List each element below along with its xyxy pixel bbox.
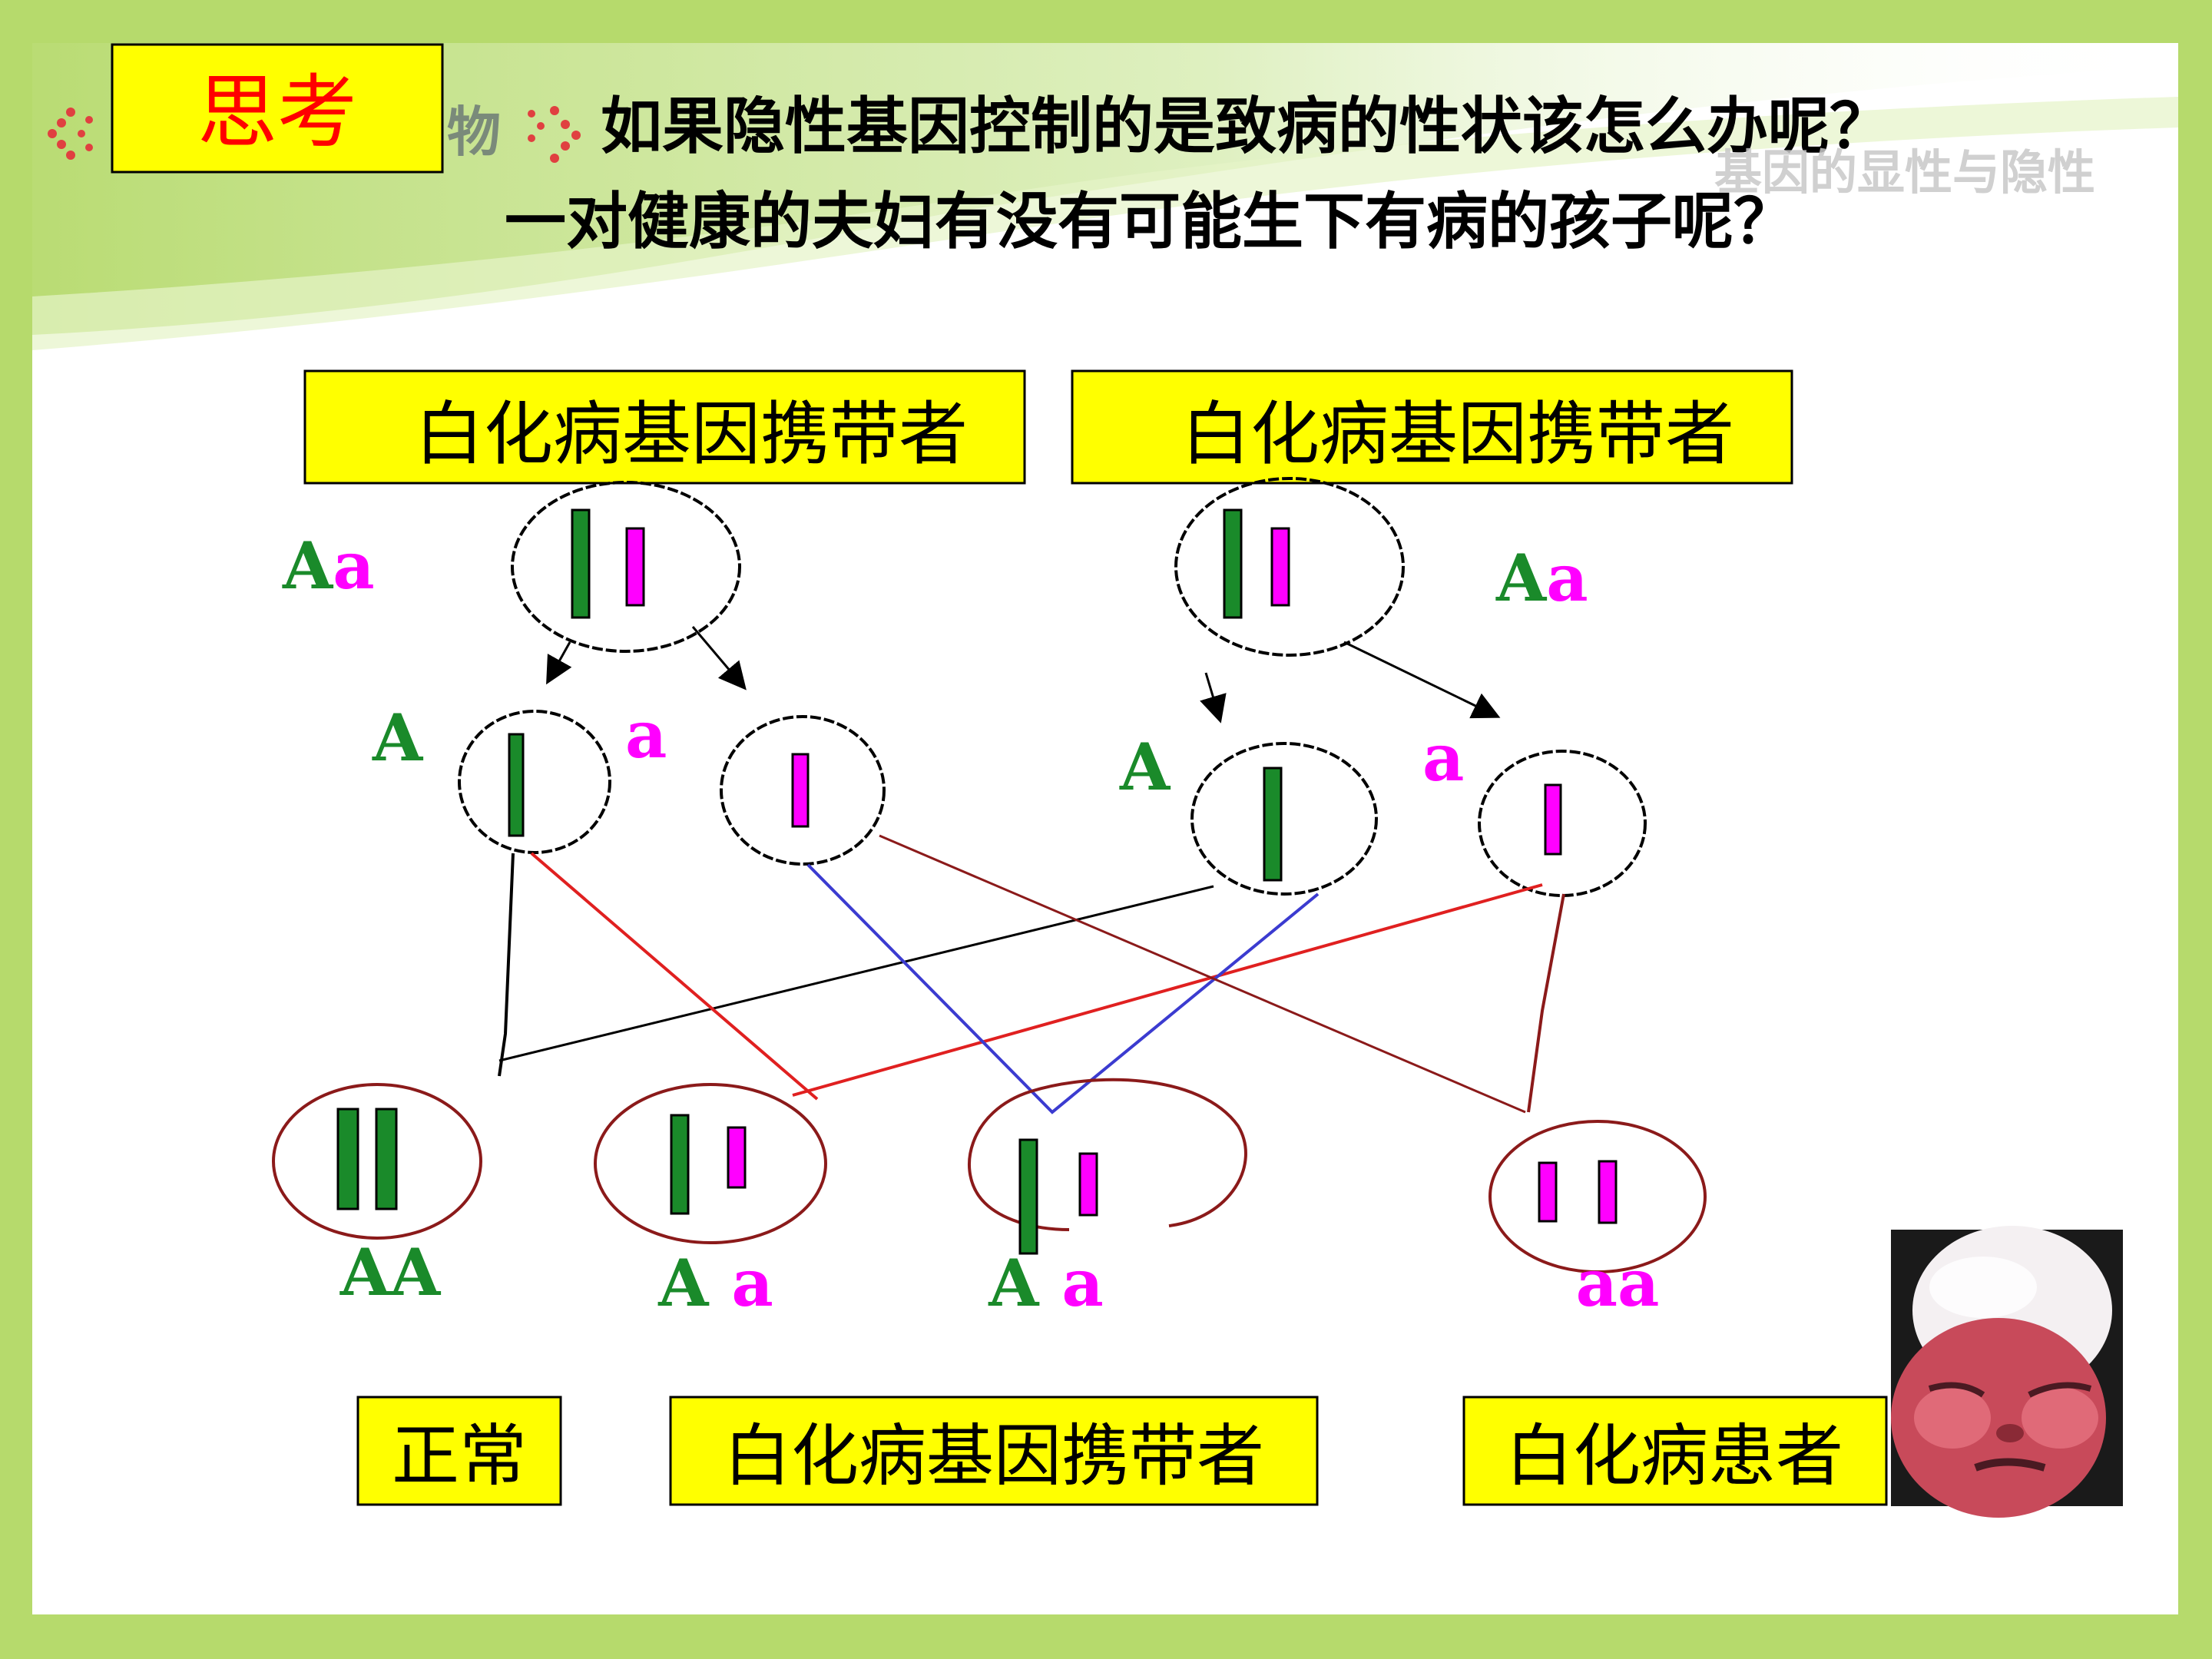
- banner-swoosh-light: [32, 97, 2178, 350]
- allele-dominant: AA: [339, 1234, 442, 1310]
- parent-genotype-left: Aa: [282, 528, 375, 604]
- line-fertilization: [530, 852, 819, 1101]
- chromosome-recessive: [1538, 1161, 1558, 1223]
- gamete-label: a: [1422, 720, 1464, 796]
- line-fertilization: [1527, 893, 1565, 1113]
- phenotype-label-carrier-text: 白化病基因携带者: [724, 1416, 1264, 1495]
- chromosome-dominant: [336, 1108, 359, 1210]
- slide-canvas: 物 思考 如果隐性基因控制的是致病的性状该怎么办呢？ 基因的显性与隐性 一对健康…: [32, 43, 2178, 1614]
- gamete-cell: [720, 715, 886, 866]
- banner-subtitle: 基因的显性与隐性: [1714, 144, 2095, 200]
- line-fertilization: [879, 834, 1526, 1114]
- parent-genotype-right: Aa: [1495, 540, 1588, 616]
- chromosome-dominant: [1223, 508, 1243, 619]
- question-line-1: 如果隐性基因控制的是致病的性状该怎么办呢？: [601, 90, 1891, 162]
- arrow-meiosis: [546, 641, 572, 685]
- chromosome-dominant: [508, 733, 525, 837]
- chromosome-dominant: [670, 1114, 690, 1215]
- gamete-label: a: [625, 697, 667, 773]
- parent-label-left-text: 白化病基因携带者: [415, 394, 968, 475]
- parent-label-right-text: 白化病基因携带者: [1181, 394, 1734, 475]
- offspring-genotype: aa: [1576, 1245, 1660, 1321]
- parent-cell-right: [1174, 477, 1405, 657]
- chromosome-recessive: [1598, 1160, 1618, 1224]
- offspring-genotype: AA: [339, 1234, 442, 1310]
- allele-recessive: a: [731, 1245, 773, 1321]
- arrow-meiosis: [691, 626, 747, 690]
- think-badge-text: 思考: [197, 65, 357, 159]
- allele-dominant: A: [282, 528, 334, 604]
- chevron-right-icon: [528, 106, 581, 163]
- chromosome-recessive: [1078, 1152, 1098, 1217]
- question-line-2: 一对健康的夫妇有没有可能生下有病的孩子呢？: [505, 185, 1795, 257]
- allele-dominant: A: [1495, 540, 1548, 616]
- think-badge: 思考: [111, 43, 444, 174]
- diagram-svg: 物 思考 如果隐性基因控制的是致病的性状该怎么办呢？ 基因的显性与隐性 一对健康…: [32, 43, 2178, 1518]
- chromosome-dominant: [1018, 1138, 1038, 1255]
- phenotype-label-patient: 白化病患者: [1462, 1396, 1888, 1506]
- line-fertilization: [498, 853, 515, 1077]
- parent-cell-left: [511, 481, 741, 653]
- phenotype-label-carrier: 白化病基因携带者: [669, 1396, 1319, 1506]
- allele-recessive: a: [1546, 540, 1588, 616]
- allele-dominant: A: [657, 1245, 710, 1321]
- allele-recessive: aa: [1576, 1245, 1660, 1321]
- chromosome-dominant: [571, 508, 591, 619]
- allele-recessive: a: [333, 528, 374, 604]
- line-fertilization: [498, 885, 1214, 1062]
- gamete-cell: [458, 710, 611, 854]
- offspring-cell: [272, 1083, 482, 1240]
- chromosome-dominant: [375, 1108, 398, 1210]
- parent-label-right: 白化病基因携带者: [1071, 369, 1793, 485]
- gamete-cell: [1190, 742, 1378, 896]
- allele-recessive: a: [1061, 1245, 1103, 1321]
- chromosome-dominant: [1263, 767, 1283, 882]
- phenotype-label-patient-text: 白化病患者: [1505, 1416, 1843, 1495]
- allele-dominant: A: [988, 1245, 1040, 1321]
- arrow-meiosis: [1343, 641, 1501, 719]
- chromosome-recessive: [791, 753, 810, 828]
- arrow-meiosis: [1200, 672, 1227, 724]
- gamete-label: A: [1119, 729, 1171, 805]
- phenotype-label-normal-text: 正常: [392, 1416, 527, 1495]
- gamete-cell: [1478, 750, 1647, 897]
- banner-fragment: 物: [447, 100, 501, 164]
- offspring-cell: [594, 1083, 827, 1244]
- chromosome-recessive: [625, 527, 645, 607]
- offspring-cell: [968, 1078, 1247, 1255]
- line-fertilization: [792, 883, 1543, 1097]
- albino-child-photo: [1891, 1226, 2123, 1518]
- line-fertilization: [806, 863, 1320, 1114]
- offspring-cell: [1488, 1120, 1707, 1273]
- chromosome-recessive: [1544, 783, 1562, 856]
- chromosome-recessive: [727, 1126, 747, 1189]
- parent-label-left: 白化病基因携带者: [303, 369, 1026, 485]
- chevron-left-icon: [48, 108, 93, 160]
- phenotype-label-normal: 正常: [356, 1396, 562, 1506]
- gamete-label: A: [372, 700, 424, 776]
- chromosome-recessive: [1270, 527, 1290, 607]
